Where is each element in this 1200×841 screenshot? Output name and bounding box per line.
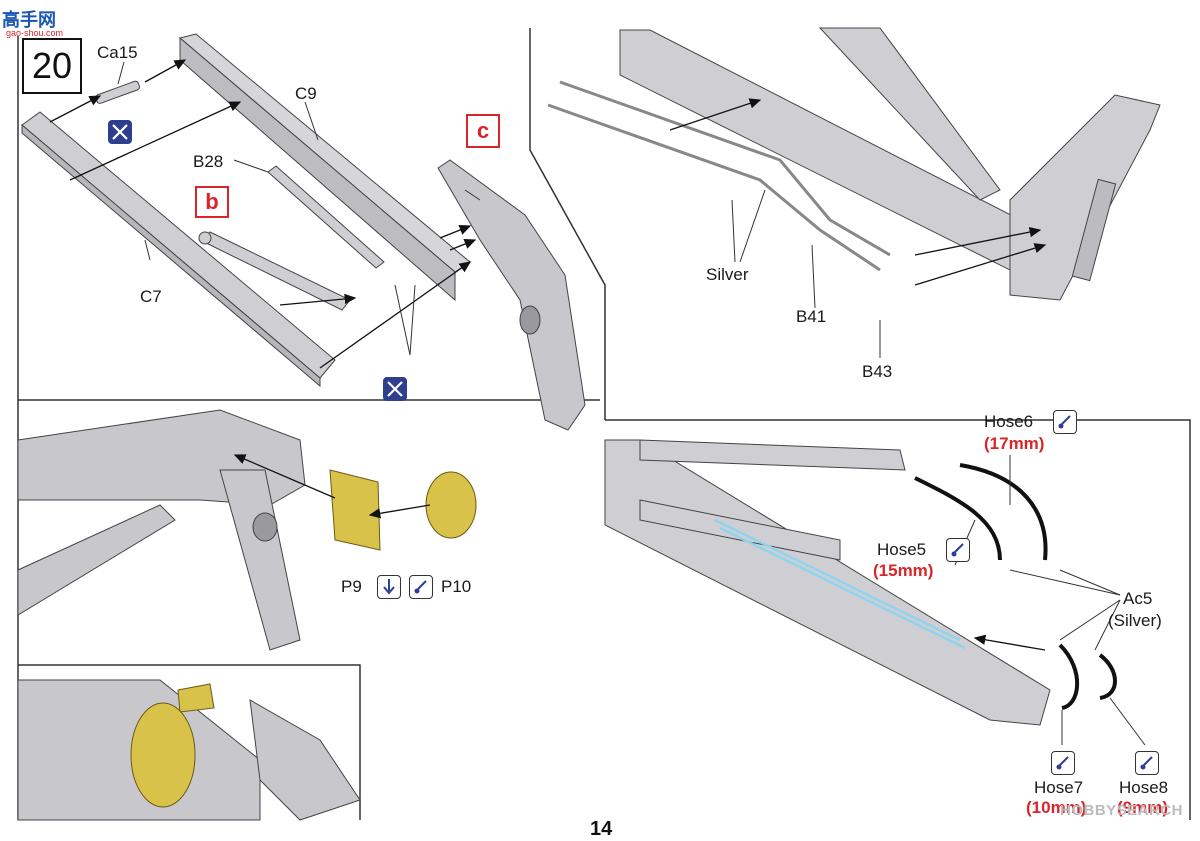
beam-c7 xyxy=(21,111,336,388)
subassembly-c: c xyxy=(466,114,500,148)
page-number: 14 xyxy=(590,818,613,840)
cement-icon xyxy=(383,377,407,401)
blue-lines xyxy=(714,518,966,650)
subassembly-b: b xyxy=(195,186,229,218)
label-b43: B43 xyxy=(862,362,893,381)
arm-c xyxy=(437,159,586,431)
photo-etch-p9 xyxy=(329,469,381,551)
cylinder-b28 xyxy=(267,165,385,269)
detail-arm xyxy=(17,409,306,651)
label-hose5-length: (15mm) xyxy=(873,561,934,580)
brand-watermark: HOBBYSEARCH xyxy=(1060,802,1184,819)
label-ac5-paint: (Silver) xyxy=(1108,611,1162,630)
label-hose8-length: (9mm) xyxy=(1117,798,1169,817)
label-hose8: Hose8 xyxy=(1119,778,1169,797)
right-pipes xyxy=(547,80,891,272)
label-c7: C7 xyxy=(140,287,162,306)
right-boom xyxy=(619,27,1161,301)
assembly-arrows xyxy=(49,59,477,369)
glue-drop-icon xyxy=(1135,751,1159,775)
press-down-icon xyxy=(377,575,401,599)
label-hose6-length: (17mm) xyxy=(984,434,1045,453)
panel-borders xyxy=(17,28,1191,820)
label-ac5: Ac5 xyxy=(1123,589,1153,608)
glue-drop-icon xyxy=(409,575,433,599)
watermark-url: gao-shou.com xyxy=(6,28,64,38)
label-hose7-length: (10mm) xyxy=(1026,798,1087,817)
hoses xyxy=(914,463,1117,710)
label-b28: B28 xyxy=(193,152,224,171)
closeup-photo-etch xyxy=(130,683,215,808)
glue-drop-icon xyxy=(1053,410,1077,434)
photo-etch-p10 xyxy=(425,471,477,539)
cement-icon xyxy=(108,120,132,144)
label-p9: P9 xyxy=(341,577,362,596)
label-b41: B41 xyxy=(796,307,827,326)
label-hose5: Hose5 xyxy=(877,540,927,559)
watermark-logo: 高手网 xyxy=(2,10,56,30)
glue-drop-icon xyxy=(1051,751,1075,775)
beam-c9 xyxy=(178,33,471,302)
glue-drop-icon xyxy=(946,538,970,562)
label-ca15: Ca15 xyxy=(97,43,138,62)
pin-ca15 xyxy=(95,80,140,104)
step-number: 20 xyxy=(22,38,82,94)
lower-boom xyxy=(604,439,1051,726)
label-silver: Silver xyxy=(706,265,749,284)
label-hose6: Hose6 xyxy=(984,412,1034,431)
leader-lines xyxy=(117,61,481,356)
label-c9: C9 xyxy=(295,84,317,103)
label-p10: P10 xyxy=(441,577,472,596)
label-hose7: Hose7 xyxy=(1034,778,1084,797)
